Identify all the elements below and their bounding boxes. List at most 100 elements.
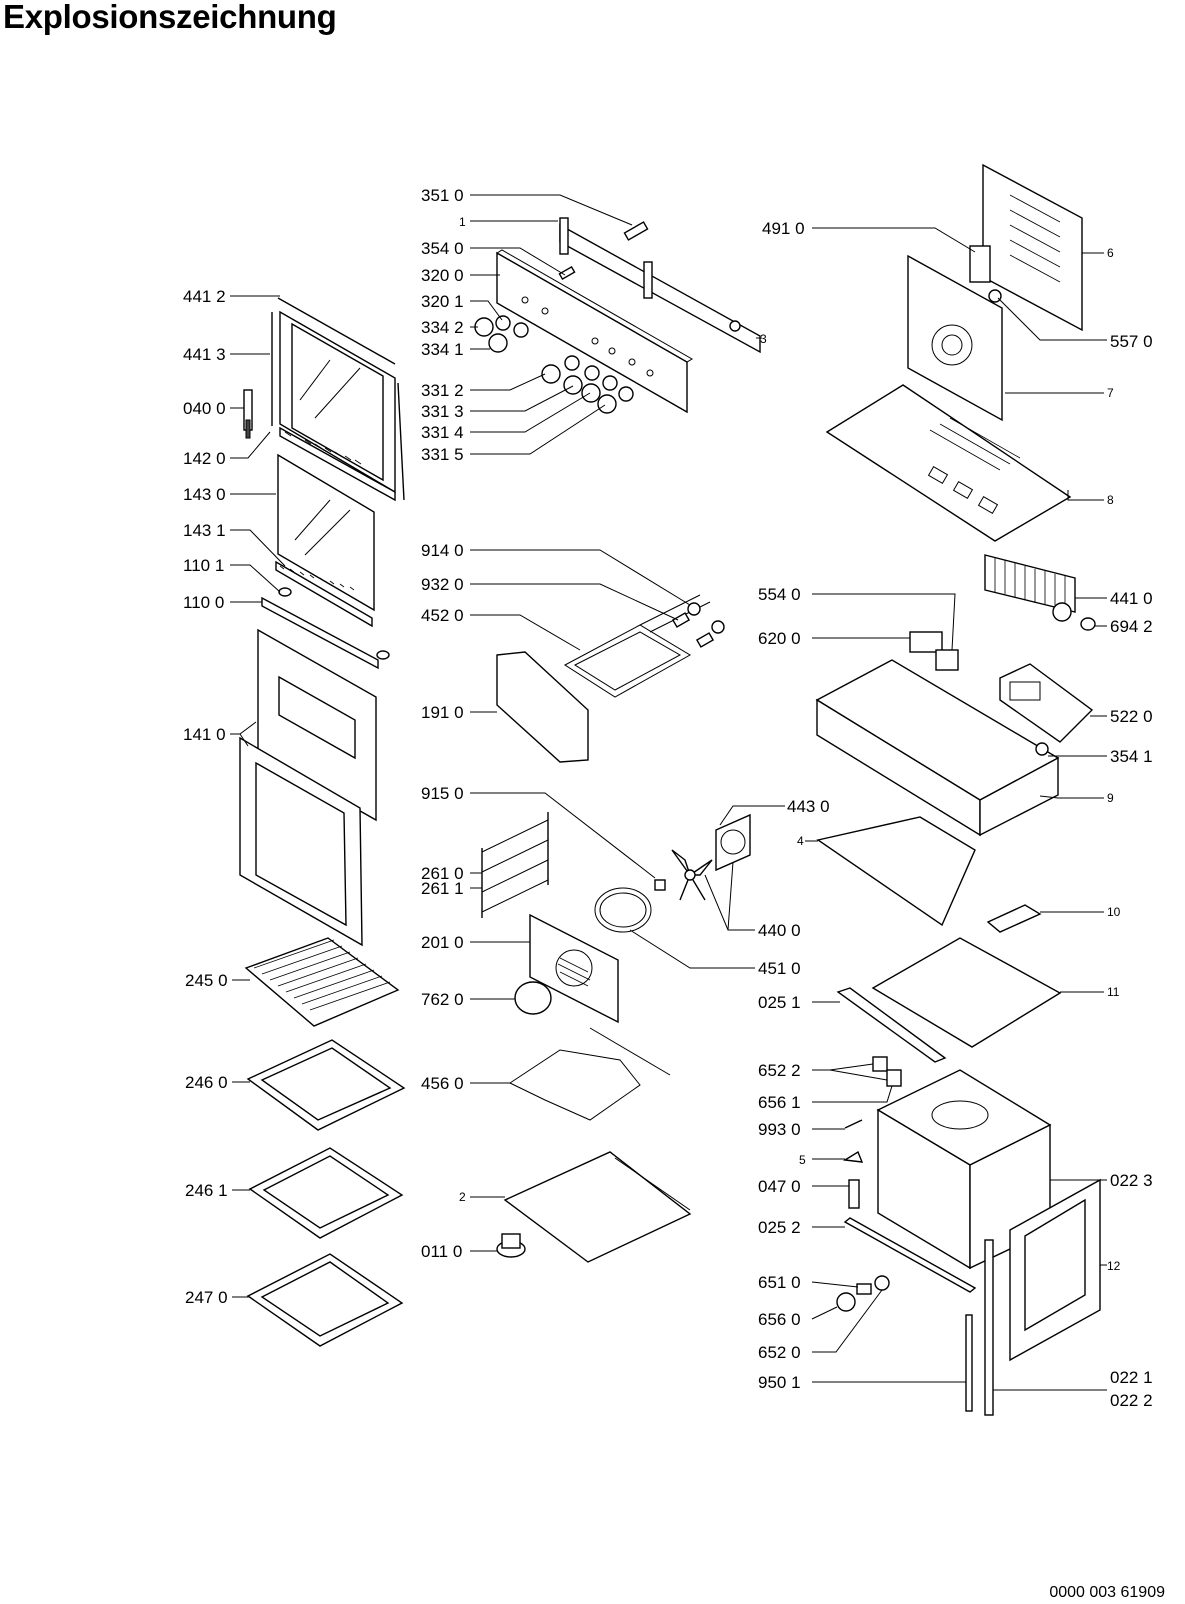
label-6: 6 xyxy=(1107,246,1114,260)
label-12: 12 xyxy=(1107,1259,1121,1273)
label-334-1: 334 1 xyxy=(421,340,464,359)
thermostat-part xyxy=(909,631,943,653)
label-110-0: 110 0 xyxy=(183,593,224,612)
rear-panel-part xyxy=(529,913,619,1024)
page-title: Explosionszeichnung xyxy=(3,0,337,35)
lower-knob-parts xyxy=(836,1275,890,1312)
label-656-0: 656 0 xyxy=(758,1310,801,1329)
shelf-supports-part xyxy=(481,812,549,918)
label-440-0: 440 0 xyxy=(758,921,801,940)
door-handle-part xyxy=(261,587,390,670)
label-246-1: 246 1 xyxy=(185,1181,228,1200)
outer-door-glass-part xyxy=(257,628,377,822)
label-7: 7 xyxy=(1107,386,1114,400)
wire-rack-part xyxy=(244,937,400,1027)
label-320-1: 320 1 xyxy=(421,292,464,311)
lamp-part xyxy=(623,221,649,241)
label-141-0: 141 0 xyxy=(183,725,226,744)
oven-light-cover-part xyxy=(496,651,589,763)
label-914-0: 914 0 xyxy=(421,541,464,560)
cavity-back-part xyxy=(907,254,1003,422)
rail-part xyxy=(836,987,947,1063)
label-331-3: 331 3 xyxy=(421,402,464,421)
label-320-0: 320 0 xyxy=(421,266,464,285)
label-557-0: 557 0 xyxy=(1110,332,1153,351)
side-rail-part xyxy=(816,816,976,927)
baking-tray-part xyxy=(246,1039,406,1131)
tangential-fan-part xyxy=(984,554,1076,622)
door-frame-part xyxy=(271,297,405,502)
label-025-2: 025 2 xyxy=(758,1218,801,1237)
leader-lines xyxy=(230,194,1107,1391)
label-3: 3 xyxy=(760,332,767,346)
label-441-0: 441 0 xyxy=(1110,589,1153,608)
label-354-1: 354 1 xyxy=(1110,747,1153,766)
drip-pan-part xyxy=(246,1253,404,1347)
label-456-0: 456 0 xyxy=(421,1074,464,1093)
label-245-0: 245 0 xyxy=(185,971,228,990)
circular-element-part xyxy=(594,887,652,933)
light-lens-part xyxy=(1035,742,1049,756)
foot-part xyxy=(496,1233,526,1258)
label-247-0: 247 0 xyxy=(185,1288,228,1307)
fan-nut-part xyxy=(654,879,666,891)
label-110-1: 110 1 xyxy=(183,556,224,575)
label-5: 5 xyxy=(799,1153,806,1167)
control-panel-part xyxy=(496,249,693,414)
label-142-0: 142 0 xyxy=(183,449,226,468)
label-011-0: 011 0 xyxy=(421,1242,462,1261)
label-443-0: 443 0 xyxy=(787,797,830,816)
label-334-2: 334 2 xyxy=(421,318,464,337)
label-491-0: 491 0 xyxy=(762,219,805,238)
switch-pin-part xyxy=(558,265,576,281)
rail-bottom-part xyxy=(843,1217,977,1293)
label-441-2: 441 2 xyxy=(183,287,226,306)
hinge-block-part xyxy=(969,245,1002,303)
label-11: 11 xyxy=(1107,985,1120,999)
glass-holder-part xyxy=(275,560,373,628)
outer-casing-part xyxy=(815,659,1060,837)
label-452-0: 452 0 xyxy=(421,606,464,625)
label-201-0: 201 0 xyxy=(421,933,464,952)
label-10: 10 xyxy=(1107,905,1121,919)
inner-glass-part xyxy=(277,453,375,612)
label-022-1: 022 1 xyxy=(1110,1368,1153,1387)
label-652-2: 652 2 xyxy=(758,1061,801,1080)
label-1: 1 xyxy=(459,215,466,229)
motor-capacitor-part xyxy=(1080,617,1096,631)
label-191-0: 191 0 xyxy=(421,703,464,722)
label-554-0: 554 0 xyxy=(758,585,801,604)
label-762-0: 762 0 xyxy=(421,990,464,1009)
label-694-2: 694 2 xyxy=(1110,617,1153,636)
top-plate-part xyxy=(825,384,1072,542)
label-246-0: 246 0 xyxy=(185,1073,228,1092)
bottom-plate-part xyxy=(871,937,1062,1048)
label-025-1: 025 1 xyxy=(758,993,801,1012)
label-351-0: 351 0 xyxy=(421,186,464,205)
label-040-0: 040 0 xyxy=(183,399,226,418)
label-915-0: 915 0 xyxy=(421,784,464,803)
side-hinge-part xyxy=(984,1239,994,1416)
label-950-1: 950 1 xyxy=(758,1373,801,1392)
label-143-0: 143 0 xyxy=(183,485,226,504)
label-651-0: 651 0 xyxy=(758,1273,801,1292)
lower-element-part xyxy=(508,1027,671,1121)
fan-cover-part xyxy=(514,981,552,1015)
side-seal-part xyxy=(965,1314,973,1412)
front-frame-part xyxy=(1009,1178,1101,1362)
part-labels: 351 0 1 354 0 320 0 320 1 334 2 334 1 33… xyxy=(183,186,1153,1410)
bottom-cover-part xyxy=(503,1151,692,1263)
fan-part xyxy=(671,849,713,901)
label-354-0: 354 0 xyxy=(421,239,464,258)
label-522-0: 522 0 xyxy=(1110,707,1153,726)
panel-bracket-part xyxy=(559,217,761,354)
cover-plate-part xyxy=(986,904,1042,933)
back-wall-part xyxy=(982,163,1083,332)
electronics-box-part xyxy=(999,663,1094,743)
label-8: 8 xyxy=(1107,493,1114,507)
switch-part xyxy=(935,649,959,671)
label-261-1: 261 1 xyxy=(421,879,464,898)
label-331-5: 331 5 xyxy=(421,445,464,464)
label-9: 9 xyxy=(1107,791,1114,805)
